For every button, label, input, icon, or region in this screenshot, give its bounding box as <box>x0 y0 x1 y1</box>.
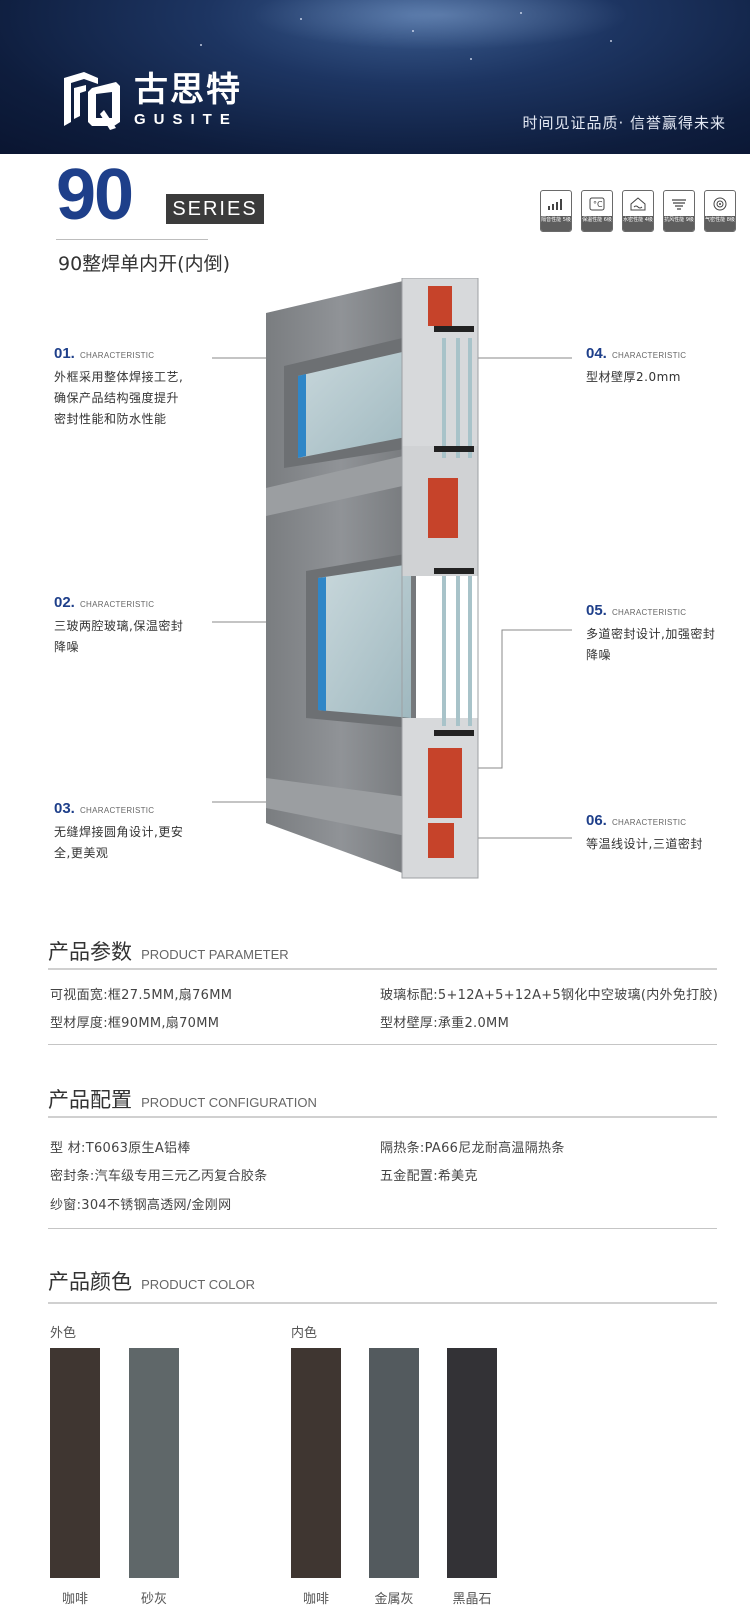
param-profile-thickness: 型材厚度:框90MM,扇70MM <box>50 1016 220 1031</box>
divider <box>48 968 717 970</box>
char-description: 等温线设计,三道密封 <box>586 837 703 851</box>
section-title-parameter: 产品参数 PRODUCT PARAMETER <box>48 936 289 966</box>
insulation-badge: °C 保温性能 6级 <box>581 190 613 232</box>
char-description: 三玻两腔玻璃,保温密封降噪 <box>54 619 184 654</box>
char-number: 06. <box>586 812 607 829</box>
param-wall-thickness: 型材壁厚:承重2.0MM <box>380 1016 510 1031</box>
char-number: 04. <box>586 345 607 362</box>
color-name: 砂灰 <box>140 1592 167 1607</box>
color-swatch-outer-coffee[interactable] <box>50 1348 100 1578</box>
section-title-en: PRODUCT CONFIGURATION <box>141 1095 317 1110</box>
star-dot <box>200 44 202 46</box>
color-swatch-inner-metal-gray[interactable] <box>369 1348 419 1578</box>
brand-name-cn: 古思特 <box>134 70 242 110</box>
product-name: 90整焊单内开(内倒) <box>58 253 231 275</box>
color-name: 咖啡 <box>61 1592 88 1607</box>
logo-mark-icon <box>64 72 120 130</box>
color-name: 黑晶石 <box>452 1592 492 1607</box>
section-title-cn: 产品颜色 <box>48 1270 132 1294</box>
divider <box>48 1302 717 1304</box>
char-number: 01. <box>54 345 75 362</box>
star-dot <box>300 18 302 20</box>
color-swatch-outer-sand-gray[interactable] <box>129 1348 179 1578</box>
param-visible-width: 可视面宽:框27.5MM,扇76MM <box>50 988 233 1003</box>
star-dot <box>470 58 472 60</box>
star-dot <box>610 40 612 42</box>
characteristic-05: 05. CHARACTERISTIC 多道密封设计,加强密封降噪 <box>586 600 721 666</box>
char-caption: CHARACTERISTIC <box>79 600 155 609</box>
section-title-cn: 产品参数 <box>48 940 132 964</box>
config-seal-strip: 密封条:汽车级专用三元乙丙复合胶条 <box>50 1169 268 1184</box>
config-material: 型 材:T6063原生A铝棒 <box>50 1141 191 1156</box>
series-number: 90 <box>56 155 134 235</box>
char-caption: CHARACTERISTIC <box>611 608 687 617</box>
section-title-en: PRODUCT PARAMETER <box>141 947 289 962</box>
brand-logo: 古思特 GUSITE <box>58 70 242 132</box>
section-title-en: PRODUCT COLOR <box>141 1277 255 1292</box>
svg-text:°C: °C <box>593 200 603 209</box>
color-name: 咖啡 <box>302 1592 329 1607</box>
badge-label: 隔音性能 5级 <box>541 216 571 231</box>
config-screen: 纱窗:304不锈钢高透网/金刚网 <box>50 1198 232 1213</box>
char-number: 05. <box>586 602 607 619</box>
airtight-badge: 气密性能 8级 <box>704 190 736 232</box>
divider <box>48 1228 717 1229</box>
banner-glow <box>250 0 630 50</box>
sound-insulation-badge: 隔音性能 5级 <box>540 190 572 232</box>
wind-pressure-icon <box>664 191 694 217</box>
divider <box>48 1116 717 1118</box>
house-water-icon <box>623 191 653 217</box>
badge-label: 保温性能 6级 <box>582 216 612 231</box>
color-swatch-inner-black-crystal[interactable] <box>447 1348 497 1578</box>
char-description: 外框采用整体焊接工艺,确保产品结构强度提升密封性能和防水性能 <box>54 370 184 426</box>
section-title-color: 产品颜色 PRODUCT COLOR <box>48 1266 255 1296</box>
section-title-configuration: 产品配置 PRODUCT CONFIGURATION <box>48 1084 317 1114</box>
char-number: 02. <box>54 594 75 611</box>
characteristic-03: 03. CHARACTERISTIC 无缝焊接圆角设计,更安全,更美观 <box>54 798 184 864</box>
char-caption: CHARACTERISTIC <box>611 351 687 360</box>
divider <box>48 1044 717 1045</box>
wind-badge: 抗风性能 9级 <box>663 190 695 232</box>
characteristic-02: 02. CHARACTERISTIC 三玻两腔玻璃,保温密封降噪 <box>54 592 184 658</box>
char-description: 无缝焊接圆角设计,更安全,更美观 <box>54 825 184 860</box>
divider <box>56 239 208 240</box>
star-dot <box>412 30 414 32</box>
param-glass: 玻璃标配:5+12A+5+12A+5钢化中空玻璃(内外免打胶) <box>380 988 719 1003</box>
char-number: 03. <box>54 800 75 817</box>
airtight-circle-icon <box>705 191 735 217</box>
char-description: 多道密封设计,加强密封降噪 <box>586 627 716 662</box>
badge-label: 抗风性能 9级 <box>664 216 694 231</box>
color-swatch-inner-coffee[interactable] <box>291 1348 341 1578</box>
char-description: 型材壁厚2.0mm <box>586 370 681 384</box>
watertight-badge: 水密性能 4级 <box>622 190 654 232</box>
char-caption: CHARACTERISTIC <box>611 818 687 827</box>
config-thermal-strip: 隔热条:PA66尼龙耐高温隔热条 <box>380 1141 565 1156</box>
series-tag: SERIES <box>166 194 264 224</box>
color-name: 金属灰 <box>374 1592 414 1607</box>
inner-color-label: 内色 <box>291 1326 318 1341</box>
badge-label: 水密性能 4级 <box>623 216 653 231</box>
signal-bars-icon <box>541 191 571 217</box>
thermometer-icon: °C <box>582 191 612 217</box>
outer-color-label: 外色 <box>50 1326 77 1341</box>
badge-label: 气密性能 8级 <box>705 216 735 231</box>
header-banner: 古思特 GUSITE 时间见证品质· 信誉赢得未来 <box>0 0 750 154</box>
brand-slogan: 时间见证品质· 信誉赢得未来 <box>522 114 726 132</box>
performance-badges: 隔音性能 5级 °C 保温性能 6级 水密性能 4级 抗风性能 9级 气密性能 … <box>540 190 736 232</box>
brand-name-en: GUSITE <box>134 111 238 128</box>
characteristic-06: 06. CHARACTERISTIC 等温线设计,三道密封 <box>586 810 726 855</box>
characteristic-01: 01. CHARACTERISTIC 外框采用整体焊接工艺,确保产品结构强度提升… <box>54 343 184 430</box>
char-caption: CHARACTERISTIC <box>79 351 155 360</box>
section-title-cn: 产品配置 <box>48 1088 132 1112</box>
star-dot <box>520 12 522 14</box>
characteristic-04: 04. CHARACTERISTIC 型材壁厚2.0mm <box>586 343 726 388</box>
config-hardware: 五金配置:希美克 <box>380 1169 478 1184</box>
char-caption: CHARACTERISTIC <box>79 806 155 815</box>
window-section-image <box>266 278 479 879</box>
